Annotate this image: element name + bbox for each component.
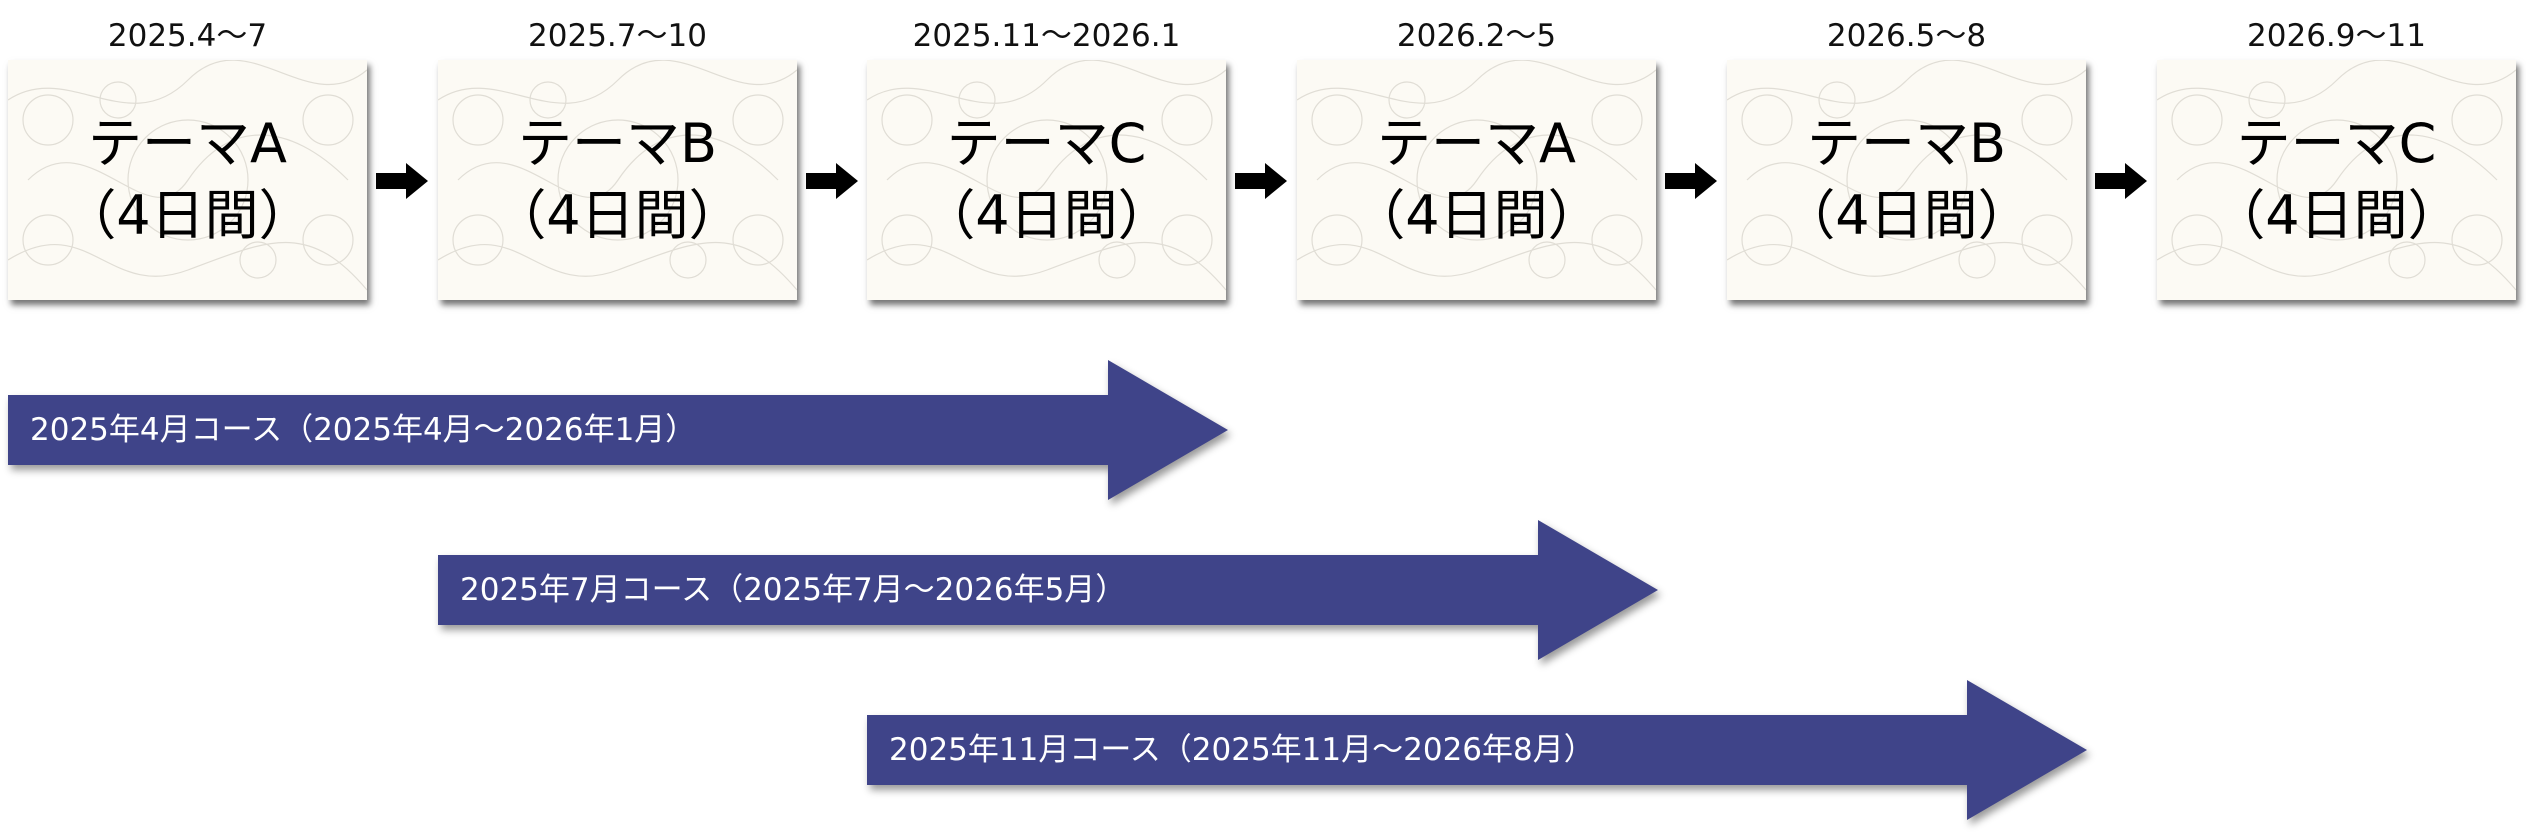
ornament-pattern — [438, 60, 797, 291]
theme-box: テーマA （4日間） — [1297, 60, 1656, 300]
course-arrow-shape — [867, 680, 2087, 820]
theme-duration: （4日間） — [62, 184, 313, 247]
arrow-right-icon — [1665, 163, 1717, 199]
theme-name: テーマC — [2236, 112, 2437, 175]
period-label: 2025.7〜10 — [528, 18, 707, 54]
theme-name: テーマB — [517, 112, 718, 175]
ornament-pattern — [1297, 60, 1656, 291]
theme-duration: （4日間） — [2211, 184, 2462, 247]
ornament-pattern — [867, 60, 1226, 291]
course-arrow-shape — [438, 520, 1658, 660]
theme-name: テーマA — [1377, 112, 1576, 175]
arrow-right-icon — [2095, 163, 2147, 199]
theme-box: テーマA （4日間） — [8, 60, 367, 300]
theme-duration: （4日間） — [1781, 184, 2032, 247]
arrow-right-icon — [376, 163, 428, 199]
period-label: 2026.5〜8 — [1826, 18, 1987, 54]
period-label: 2026.2〜5 — [1396, 18, 1557, 54]
theme-duration: （4日間） — [921, 184, 1172, 247]
course-label: 2025年11月コース（2025年11月〜2026年8月） — [889, 732, 1595, 768]
theme-name: テーマC — [946, 112, 1147, 175]
course-label: 2025年7月コース（2025年7月〜2026年5月） — [460, 572, 1127, 608]
theme-box: テーマB （4日間） — [1727, 60, 2086, 300]
theme-box: テーマC （4日間） — [2157, 60, 2516, 300]
course-arrow: 2025年11月コース（2025年11月〜2026年8月） — [867, 680, 2087, 820]
theme-duration: （4日間） — [492, 184, 743, 247]
ornament-pattern — [2157, 60, 2516, 291]
arrow-right-icon — [806, 163, 858, 199]
period-label: 2025.4〜7 — [107, 18, 268, 54]
theme-box: テーマB （4日間） — [438, 60, 797, 300]
period-label: 2026.9〜11 — [2247, 18, 2426, 54]
course-label: 2025年4月コース（2025年4月〜2026年1月） — [30, 412, 697, 448]
course-arrow: 2025年7月コース（2025年7月〜2026年5月） — [438, 520, 1658, 660]
arrow-right-icon — [1235, 163, 1287, 199]
period-label: 2025.11〜2026.1 — [912, 18, 1181, 54]
course-arrow-shape — [8, 360, 1228, 500]
theme-duration: （4日間） — [1351, 184, 1602, 247]
theme-box: テーマC （4日間） — [867, 60, 1226, 300]
course-arrow: 2025年4月コース（2025年4月〜2026年1月） — [8, 360, 1228, 500]
theme-name: テーマB — [1806, 112, 2007, 175]
ornament-pattern — [1727, 60, 2086, 291]
theme-name: テーマA — [88, 112, 287, 175]
ornament-pattern — [8, 60, 367, 291]
